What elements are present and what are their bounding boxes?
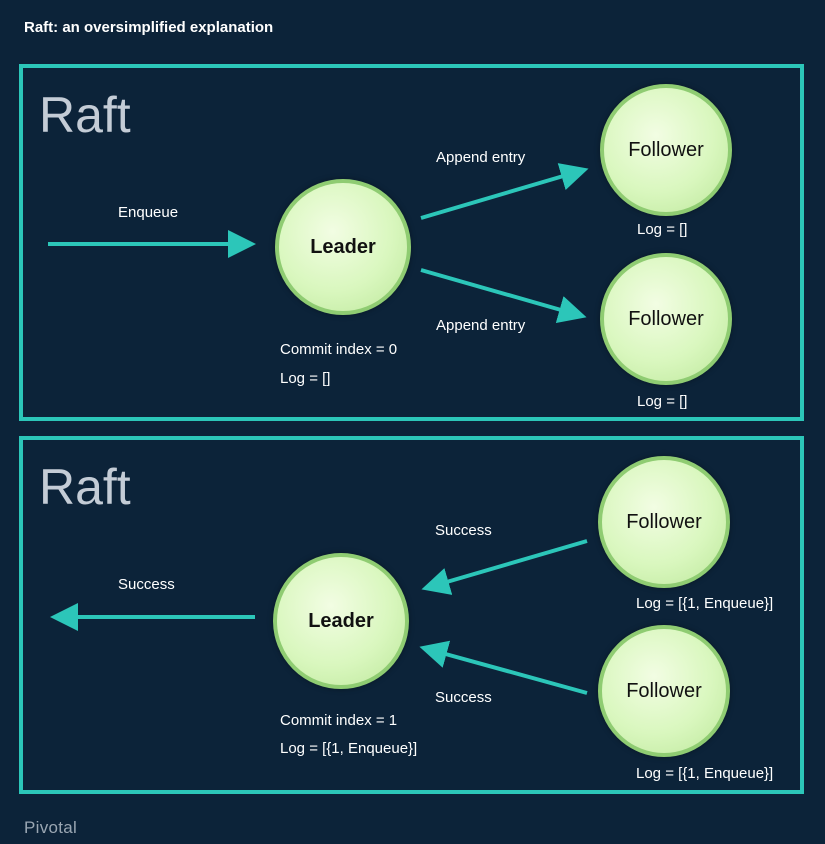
follower-success-arrow-1 — [421, 539, 588, 595]
follower-log-1: Log = [] — [637, 221, 688, 238]
client-success-label: Success — [118, 576, 175, 593]
leader-node: Leader — [275, 179, 411, 315]
follower-node-1: Follower — [598, 456, 730, 588]
brand-logo: Pivotal — [24, 818, 78, 837]
client-enqueue-label: Enqueue — [118, 204, 179, 221]
follower-success-arrow-2 — [419, 640, 588, 695]
append-entry-arrow-2 — [420, 268, 587, 324]
follower-node-2: Follower — [600, 253, 732, 385]
leader-node: Leader — [273, 553, 409, 689]
follower-node-2: Follower — [598, 625, 730, 757]
follower-log-2: Log = [] — [637, 393, 688, 410]
follower-log-1: Log = [{1, Enqueue}] — [636, 595, 774, 612]
panel-append-entry: Raft — [19, 64, 804, 421]
success-label-2: Success — [435, 689, 492, 706]
leader-commit-index: Commit index = 1 — [280, 712, 398, 729]
follower-node-1: Follower — [600, 84, 732, 216]
panel-title: Raft — [39, 459, 131, 515]
slide-title: Raft: an oversimplified explanation — [24, 19, 274, 36]
append-entry-label-2: Append entry — [436, 317, 526, 334]
append-entry-label-1: Append entry — [436, 149, 526, 166]
append-entry-arrow-1 — [420, 163, 589, 220]
leader-commit-index: Commit index = 0 — [280, 341, 398, 358]
leader-log: Log = [] — [280, 370, 331, 387]
success-label-1: Success — [435, 522, 492, 539]
panel-title: Raft — [39, 87, 131, 143]
leader-log: Log = [{1, Enqueue}] — [280, 740, 418, 757]
follower-log-2: Log = [{1, Enqueue}] — [636, 765, 774, 782]
panel-success: Raft — [19, 436, 804, 794]
